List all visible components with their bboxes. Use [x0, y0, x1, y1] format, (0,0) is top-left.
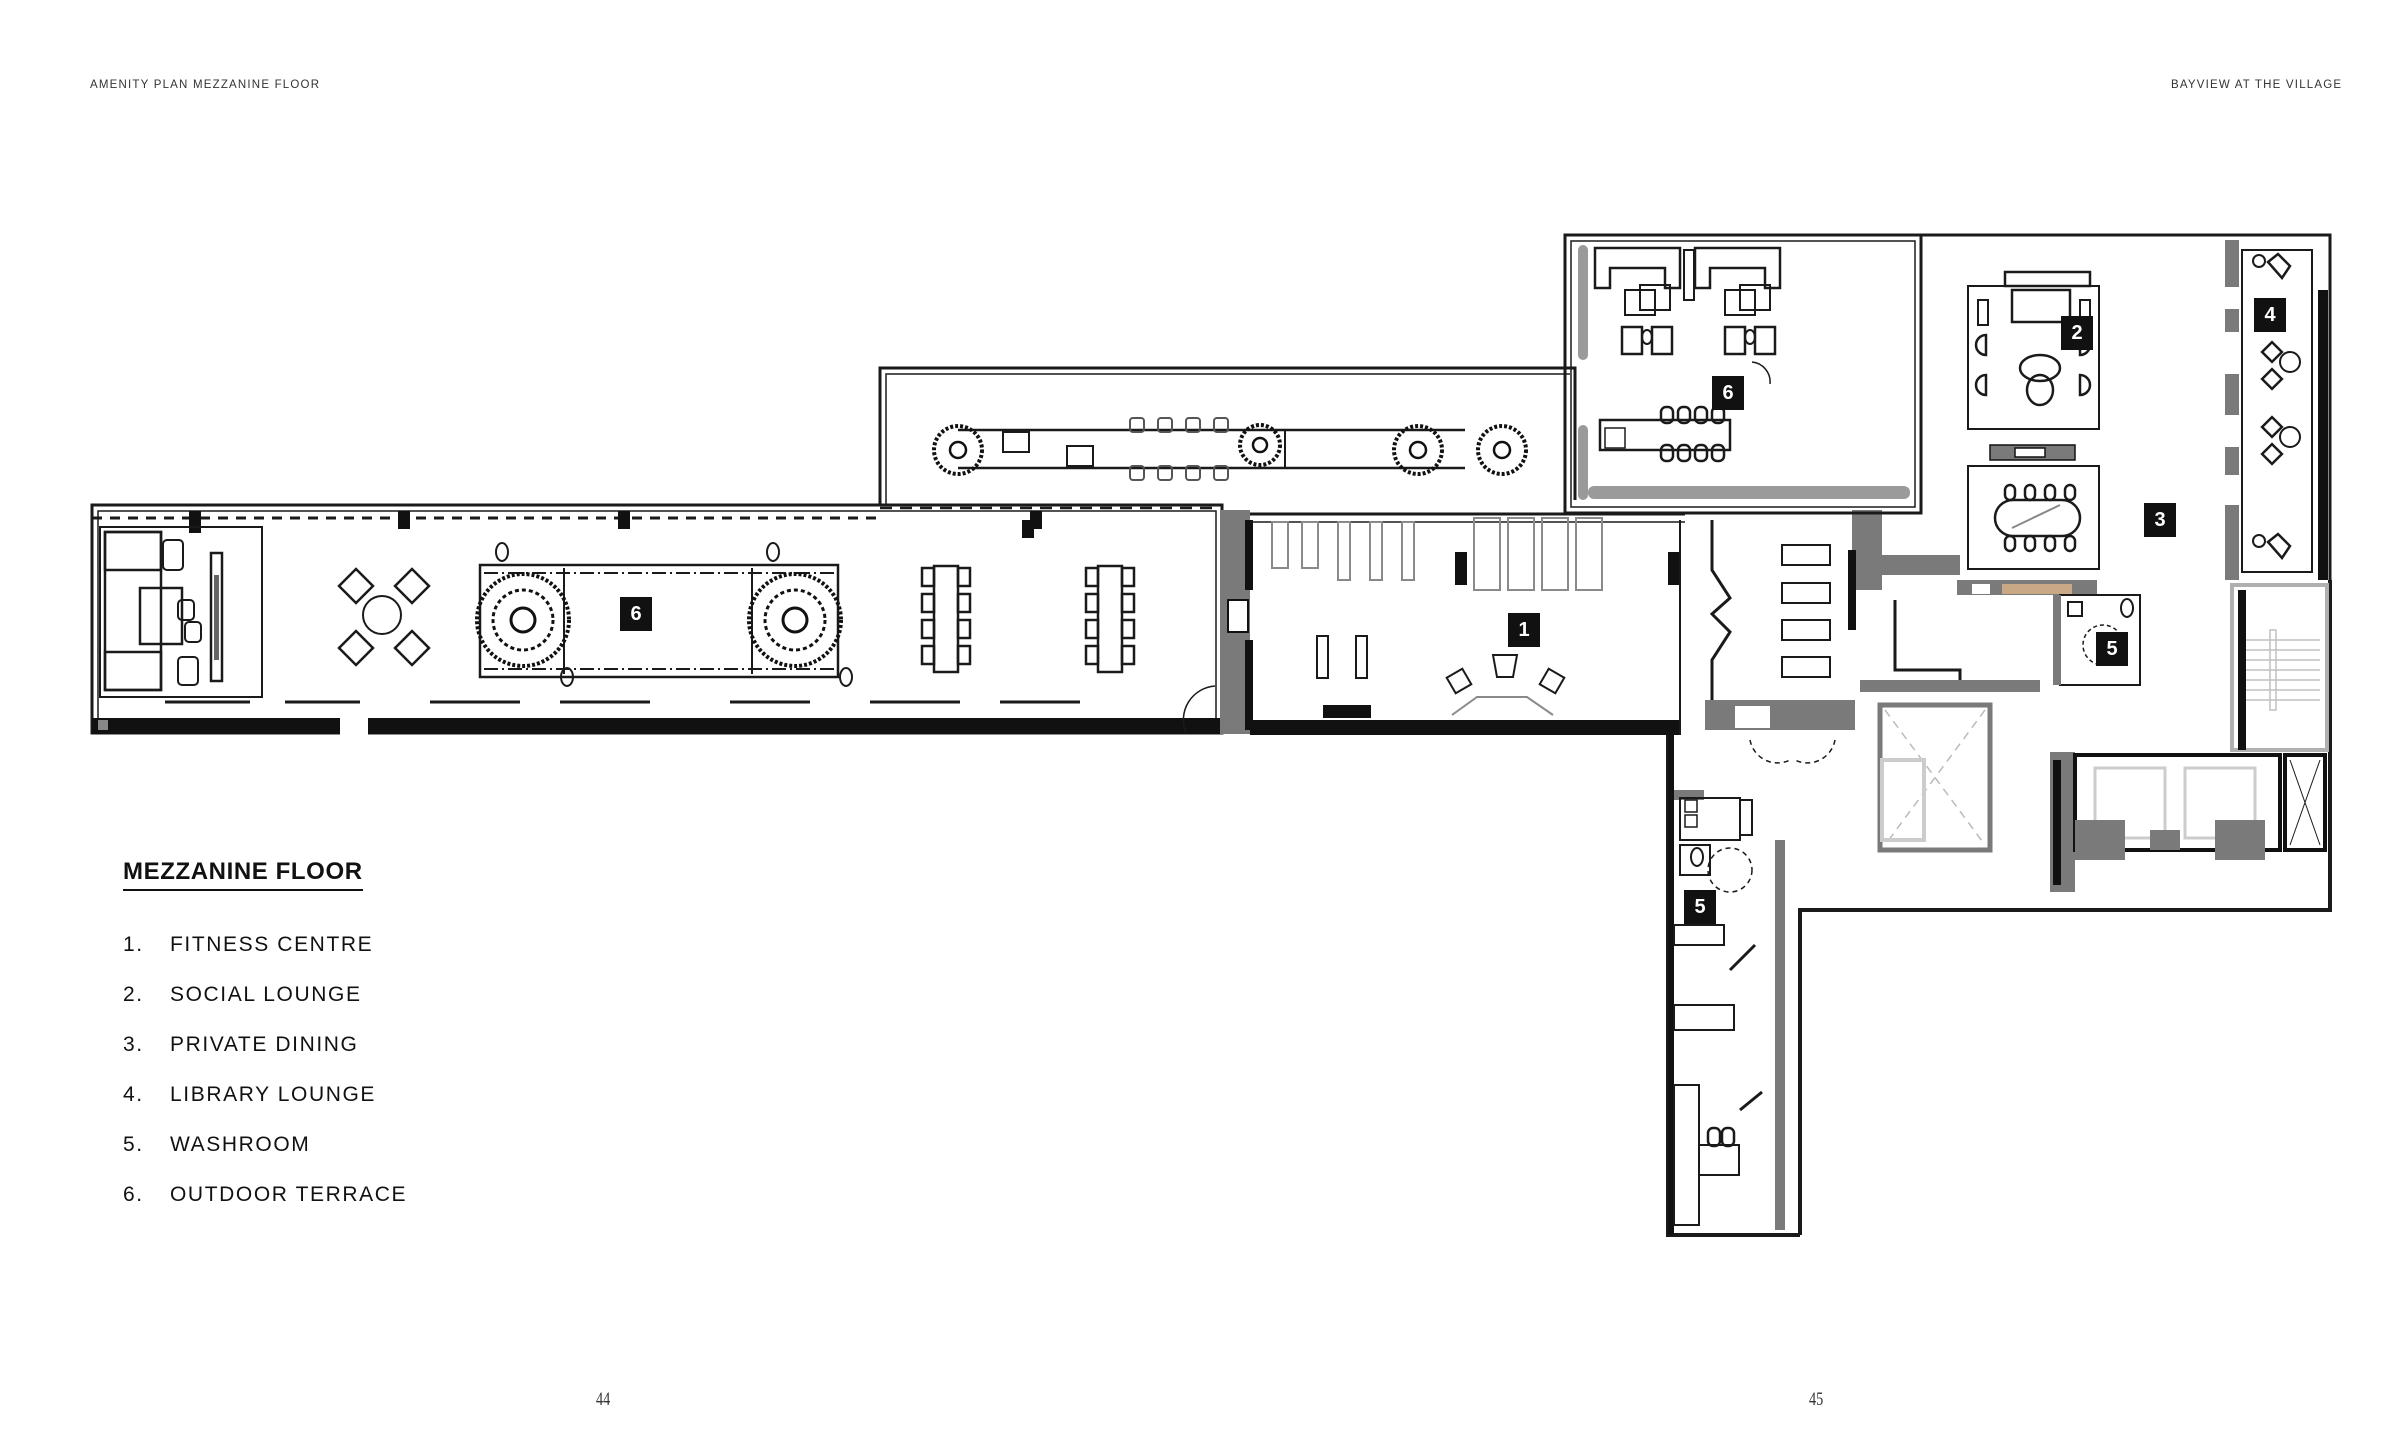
legend-item: 6. OUTDOOR TERRACE — [123, 1183, 407, 1233]
fitness-centre — [1220, 510, 1685, 735]
legend-item-number: 3. — [123, 1033, 144, 1056]
page-header-right: BAYVIEW AT THE VILLAGE — [2171, 79, 2343, 91]
legend-item: 3. PRIVATE DINING — [123, 1033, 407, 1083]
north-terrace-strip — [878, 366, 1577, 538]
room-label-private-dining: 3 — [2144, 503, 2176, 537]
room-label-washroom-upper: 5 — [2096, 632, 2128, 666]
legend-item-number: 1. — [123, 933, 144, 956]
legend-item-number: 4. — [123, 1083, 144, 1106]
room-label-outdoor-terrace-west: 6 — [620, 597, 652, 631]
north-terrace-block — [1563, 233, 1923, 515]
west-terrace-wing — [90, 503, 1224, 738]
legend-item: 2. SOCIAL LOUNGE — [123, 983, 407, 1033]
room-label-fitness-centre: 1 — [1508, 613, 1540, 647]
lounge-dining — [1920, 233, 2332, 580]
room-label-social-lounge: 2 — [2061, 316, 2093, 350]
page-header-left: AMENITY PLAN MEZZANINE FLOOR — [90, 79, 321, 91]
legend-item-label: LIBRARY LOUNGE — [170, 1083, 377, 1106]
legend-item-label: PRIVATE DINING — [170, 1033, 359, 1056]
legend-item: 5. WASHROOM — [123, 1133, 407, 1183]
room-label-library-lounge: 4 — [2254, 298, 2286, 332]
legend-item-number: 5. — [123, 1133, 144, 1156]
page-number-left: 44 — [596, 1389, 611, 1410]
legend-title: MEZZANINE FLOOR — [123, 858, 363, 891]
legend-item-label: SOCIAL LOUNGE — [170, 983, 362, 1006]
legend: MEZZANINE FLOOR 1. FITNESS CENTRE 2. SOCIA… — [123, 858, 407, 1233]
tree-icon — [475, 572, 571, 668]
room-label-outdoor-terrace-north: 6 — [1712, 376, 1744, 410]
room-label-washroom-lower: 5 — [1684, 890, 1716, 924]
page-number-right: 45 — [1809, 1389, 1824, 1410]
library-lounge — [2241, 249, 2328, 580]
legend-item-label: FITNESS CENTRE — [170, 933, 374, 956]
legend-item-number: 2. — [123, 983, 144, 1006]
legend-item: 1. FITNESS CENTRE — [123, 933, 407, 983]
legend-item-number: 6. — [123, 1183, 144, 1206]
legend-item: 4. LIBRARY LOUNGE — [123, 1083, 407, 1133]
core-services — [1666, 555, 2332, 1237]
south-wing — [1673, 790, 1785, 1230]
legend-item-label: OUTDOOR TERRACE — [170, 1183, 408, 1206]
legend-list: 1. FITNESS CENTRE 2. SOCIAL LOUNGE 3. PRIVA… — [123, 933, 407, 1233]
tree-icon — [747, 572, 843, 668]
locker-room — [1679, 510, 1882, 735]
legend-item-label: WASHROOM — [170, 1133, 311, 1156]
